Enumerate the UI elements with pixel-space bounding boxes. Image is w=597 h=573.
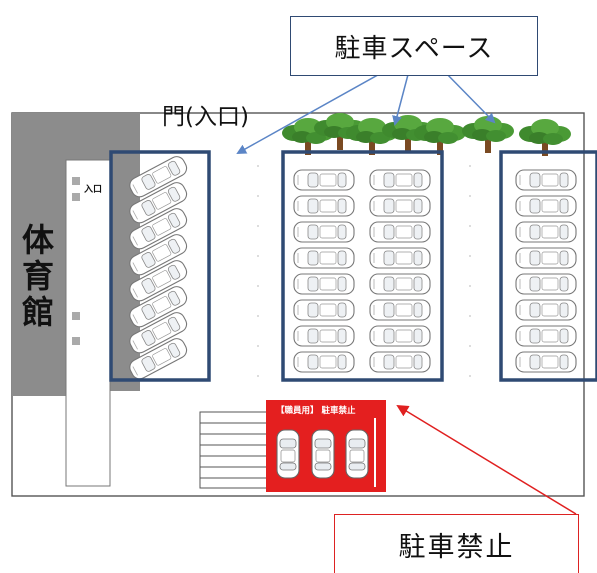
stairs (199, 411, 271, 489)
car (369, 247, 431, 269)
gymnasium-label: 体 育 館 (18, 222, 58, 330)
car (515, 351, 577, 373)
staff-no-parking-sign: 【職員用】 駐車禁止 (276, 406, 356, 416)
zone-border (499, 150, 597, 382)
parking-space-callout: 駐車スペース (290, 16, 538, 76)
car (515, 247, 577, 269)
car (369, 325, 431, 347)
car (293, 325, 355, 347)
car (515, 169, 577, 191)
staff-car (276, 429, 300, 479)
gate-label: 門(入口) (162, 104, 249, 130)
gym-char: 育 (21, 257, 54, 295)
car (515, 325, 577, 347)
gym-char: 体 (21, 221, 54, 259)
car (515, 299, 577, 321)
gymnasium-annex (12, 391, 67, 396)
arrow-to-right-zone (439, 66, 496, 124)
no-parking-area (266, 400, 386, 492)
parking-zone-right (499, 150, 597, 382)
arrow-to-center-zone (392, 66, 411, 126)
car (293, 299, 355, 321)
door-marker (72, 193, 80, 201)
arrow-to-left-zone (236, 66, 393, 154)
staff-car (311, 429, 335, 479)
car (293, 247, 355, 269)
car (369, 351, 431, 373)
arrow-to-no-parking (396, 404, 577, 515)
car (293, 169, 355, 191)
entrance-marker (72, 177, 80, 185)
car (515, 273, 577, 295)
zone-border (109, 150, 211, 382)
car (369, 221, 431, 243)
door-marker (72, 337, 80, 345)
car (515, 221, 577, 243)
car (369, 169, 431, 191)
car (369, 195, 431, 217)
car (369, 273, 431, 295)
staff-car (345, 429, 369, 479)
walkway (65, 159, 111, 487)
door-marker (72, 312, 80, 320)
entrance-label: 入口 (84, 185, 103, 195)
parking-zone-center (281, 150, 444, 382)
car (293, 195, 355, 217)
car (293, 273, 355, 295)
zone-border (281, 150, 444, 382)
car (293, 351, 355, 373)
car (293, 221, 355, 243)
parking-zone-left (109, 150, 211, 383)
car (515, 195, 577, 217)
gym-char: 館 (21, 293, 54, 331)
no-parking-callout: 駐車禁止 (334, 514, 579, 573)
car (369, 299, 431, 321)
